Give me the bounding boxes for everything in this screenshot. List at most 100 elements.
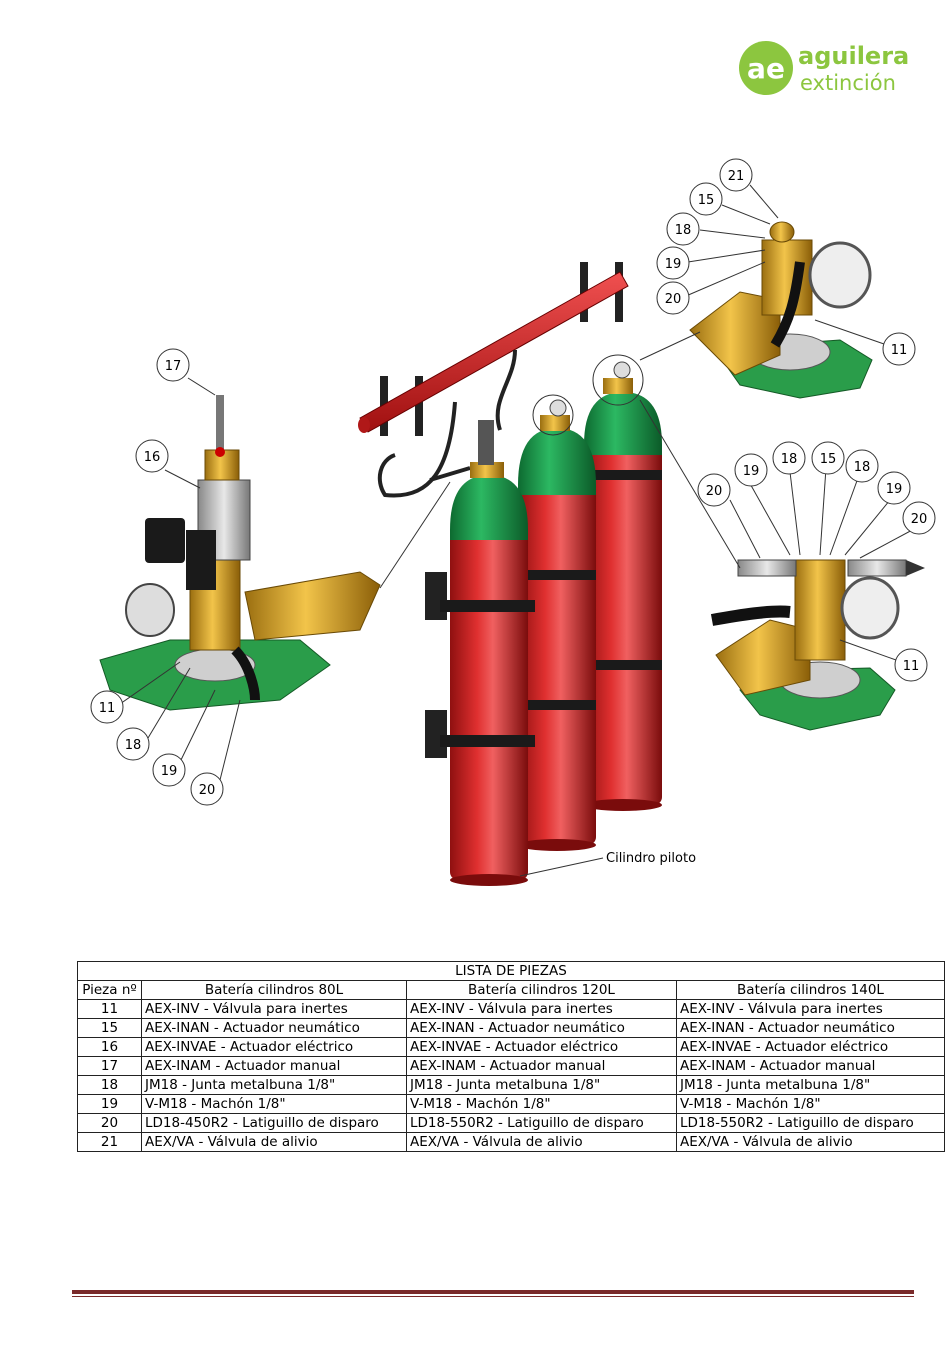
cell-80l: AEX/VA - Válvula de alivio (141, 1132, 407, 1152)
pilot-cylinder-label: Cilindro piloto (606, 851, 696, 866)
cell-120l: AEX-INV - Válvula para inertes (406, 999, 677, 1019)
cell-140l: AEX-INAN - Actuador neumático (676, 1018, 945, 1038)
callout-left-20: 20 (190, 772, 224, 806)
cell-80l: V-M18 - Machón 1/8" (141, 1094, 407, 1114)
top-right-valve-detail (689, 221, 873, 399)
callout-left-18: 18 (116, 727, 150, 761)
piece-number: 19 (77, 1094, 142, 1114)
callout-left-19: 19 (152, 753, 186, 787)
piece-number: 20 (77, 1113, 142, 1133)
piece-number: 17 (77, 1056, 142, 1076)
cell-120l: AEX-INAM - Actuador manual (406, 1056, 677, 1076)
svg-text:15: 15 (820, 452, 837, 467)
svg-text:19: 19 (665, 257, 682, 272)
callout-tr-20: 20 (656, 281, 690, 315)
callout-tr-11: 11 (882, 332, 916, 366)
svg-text:17: 17 (165, 359, 182, 374)
svg-text:15: 15 (698, 193, 715, 208)
svg-text:11: 11 (903, 659, 920, 674)
cylinder-140l (584, 361, 662, 811)
table-row: 20 LD18-450R2 - Latiguillo de disparo LD… (77, 1113, 945, 1133)
piece-number: 18 (77, 1075, 142, 1095)
cell-120l: LD18-550R2 - Latiguillo de disparo (406, 1113, 677, 1133)
callout-mr-18a: 18 (772, 441, 806, 475)
wall-bracket (425, 572, 447, 758)
table-title-row: LISTA DE PIEZAS (77, 961, 945, 981)
cell-140l: AEX-INVAE - Actuador eléctrico (676, 1037, 945, 1057)
cylinder-80l-pilot (440, 420, 535, 886)
cell-80l: LD18-450R2 - Latiguillo de disparo (141, 1113, 407, 1133)
cell-140l: V-M18 - Machón 1/8" (676, 1094, 945, 1114)
cell-140l: AEX/VA - Válvula de alivio (676, 1132, 945, 1152)
parts-list-table: LISTA DE PIEZAS Pieza nº Batería cilindr… (77, 961, 945, 1152)
callout-mr-20a: 20 (902, 501, 936, 535)
svg-text:20: 20 (911, 512, 928, 527)
svg-text:18: 18 (125, 738, 142, 753)
callout-tr-15: 15 (689, 182, 723, 216)
svg-text:11: 11 (891, 343, 908, 358)
cell-140l: JM18 - Junta metalbuna 1/8" (676, 1075, 945, 1095)
table-title: LISTA DE PIEZAS (77, 961, 945, 981)
cell-140l: LD18-550R2 - Latiguillo de disparo (676, 1113, 945, 1133)
svg-text:20: 20 (199, 783, 216, 798)
callout-balloons: 17 16 11 18 19 20 21 15 18 19 20 11 19 1… (90, 158, 936, 806)
svg-text:19: 19 (743, 464, 760, 479)
cylinder-120l (518, 399, 596, 851)
cell-80l: AEX-INAM - Actuador manual (141, 1056, 407, 1076)
table-header-row: Pieza nº Batería cilindros 80L Batería c… (77, 980, 945, 1000)
cell-120l: AEX/VA - Válvula de alivio (406, 1132, 677, 1152)
table-row: 19 V-M18 - Machón 1/8" V-M18 - Machón 1/… (77, 1094, 945, 1114)
piece-number: 16 (77, 1037, 142, 1057)
callout-mr-19b: 19 (877, 471, 911, 505)
callout-left-11: 11 (90, 690, 124, 724)
mid-right-valve-detail (710, 559, 925, 731)
svg-text:11: 11 (99, 701, 116, 716)
callout-left-17: 17 (156, 348, 190, 382)
svg-text:ae: ae (747, 52, 785, 85)
table-row: 17 AEX-INAM - Actuador manual AEX-INAM -… (77, 1056, 945, 1076)
table-row: 21 AEX/VA - Válvula de alivio AEX/VA - V… (77, 1132, 945, 1152)
column-header: Batería cilindros 80L (141, 980, 407, 1000)
left-valve-detail (99, 395, 381, 711)
cell-80l: AEX-INAN - Actuador neumático (141, 1018, 407, 1038)
svg-text:18: 18 (781, 452, 798, 467)
callout-mr-15: 15 (811, 441, 845, 475)
cell-120l: JM18 - Junta metalbuna 1/8" (406, 1075, 677, 1095)
svg-text:16: 16 (144, 450, 161, 465)
svg-text:20: 20 (665, 292, 682, 307)
piece-number: 15 (77, 1018, 142, 1038)
cylinder-battery-figure: 17 16 11 18 19 20 21 15 18 19 20 11 19 1… (90, 158, 936, 886)
callout-mr-19a: 19 (734, 453, 768, 487)
cell-140l: AEX-INV - Válvula para inertes (676, 999, 945, 1019)
callout-tr-18: 18 (666, 212, 700, 246)
table-row: 11 AEX-INV - Válvula para inertes AEX-IN… (77, 999, 945, 1019)
column-header: Pieza nº (77, 980, 142, 1000)
cell-80l: AEX-INVAE - Actuador eléctrico (141, 1037, 407, 1057)
callout-tr-19: 19 (656, 246, 690, 280)
cell-120l: AEX-INVAE - Actuador eléctrico (406, 1037, 677, 1057)
table-row: 16 AEX-INVAE - Actuador eléctrico AEX-IN… (77, 1037, 945, 1057)
svg-text:21: 21 (728, 169, 745, 184)
column-header: Batería cilindros 120L (406, 980, 677, 1000)
piece-number: 21 (77, 1132, 142, 1152)
leader-lines (119, 184, 917, 877)
piece-number: 11 (77, 999, 142, 1019)
svg-text:18: 18 (675, 223, 692, 238)
svg-text:18: 18 (854, 460, 871, 475)
logo-line2: extinción (800, 71, 896, 95)
table-row: 18 JM18 - Junta metalbuna 1/8" JM18 - Ju… (77, 1075, 945, 1095)
callout-tr-21: 21 (719, 158, 753, 192)
cell-80l: JM18 - Junta metalbuna 1/8" (141, 1075, 407, 1095)
column-header: Batería cilindros 140L (676, 980, 945, 1000)
callout-mr-11: 11 (894, 648, 928, 682)
cell-140l: AEX-INAM - Actuador manual (676, 1056, 945, 1076)
svg-text:20: 20 (706, 484, 723, 499)
footer-rule-thin (72, 1296, 914, 1297)
callout-mr-20b: 20 (697, 473, 731, 507)
aguilera-logo: ae aguilera extinción (739, 41, 909, 95)
footer-rule (72, 1290, 914, 1294)
callout-mr-18b: 18 (845, 449, 879, 483)
cell-80l: AEX-INV - Válvula para inertes (141, 999, 407, 1019)
callout-left-16: 16 (135, 439, 169, 473)
svg-text:19: 19 (161, 764, 178, 779)
